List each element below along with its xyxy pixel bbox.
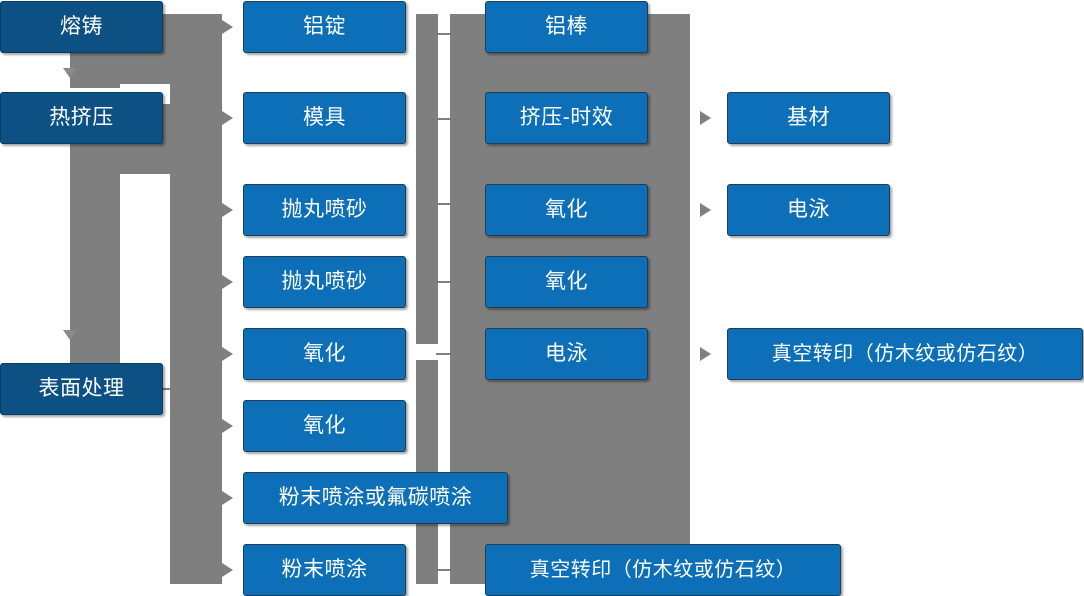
box-oxidation-col3-2[interactable]: 氧化	[485, 256, 648, 308]
mid-stub-6	[436, 569, 456, 571]
arrow-to-vacuum-transfer	[700, 347, 711, 361]
arrow-to-shotblast-2	[222, 275, 233, 289]
arrow-to-oxidation-1	[222, 347, 233, 361]
box-oxidation-col2-2[interactable]: 氧化	[243, 400, 406, 452]
mid-stub-1	[436, 33, 456, 35]
arrow-to-electrophoresis	[700, 203, 711, 217]
box-surface-treatment[interactable]: 表面处理	[0, 363, 163, 415]
arrow-to-substrate	[700, 111, 711, 125]
fanout-bracket-body	[170, 14, 222, 584]
stage-down-arrow-2	[63, 330, 77, 340]
arrow-to-oxidation-2	[222, 419, 233, 433]
stage-vertical-band-2	[70, 142, 120, 364]
box-powder-coating[interactable]: 粉末喷涂	[243, 544, 406, 596]
arrow-to-powder-coating	[222, 563, 233, 577]
box-hot-extrusion[interactable]: 热挤压	[0, 92, 163, 144]
mid-stub-2	[436, 118, 456, 120]
box-substrate[interactable]: 基材	[727, 92, 890, 144]
box-electrophoresis-output[interactable]: 电泳	[727, 184, 890, 236]
box-oxidation-col3-1[interactable]: 氧化	[485, 184, 648, 236]
box-melting-casting[interactable]: 熔铸	[0, 1, 163, 53]
arrow-to-mold	[222, 111, 233, 125]
box-mold[interactable]: 模具	[243, 92, 406, 144]
box-extrusion-aging[interactable]: 挤压-时效	[485, 92, 648, 144]
box-aluminum-bar[interactable]: 铝棒	[485, 1, 648, 53]
stage-down-arrow-1	[63, 68, 77, 78]
box-shotblast-sandblast-1[interactable]: 抛丸喷砂	[243, 184, 406, 236]
arrow-to-shotblast-1	[222, 203, 233, 217]
box-oxidation-col2-1[interactable]: 氧化	[243, 328, 406, 380]
mid-stub-3	[436, 203, 456, 205]
mid-stub-5	[436, 353, 456, 355]
mid-stub-4	[436, 281, 456, 283]
box-aluminum-ingot[interactable]: 铝锭	[243, 1, 406, 53]
mid-rail-upper	[416, 14, 438, 344]
box-shotblast-sandblast-2[interactable]: 抛丸喷砂	[243, 256, 406, 308]
arrow-to-aluminum-ingot	[222, 20, 233, 34]
fanout-bracket-feed-bottom	[160, 388, 186, 390]
box-electrophoresis-col3[interactable]: 电泳	[485, 328, 648, 380]
arrow-to-powder-or-fluorocarbon	[222, 491, 233, 505]
box-vacuum-transfer-col3[interactable]: 真空转印（仿木纹或仿石纹）	[485, 544, 841, 596]
box-powder-or-fluorocarbon-coating[interactable]: 粉末喷涂或氟碳喷涂	[243, 472, 508, 524]
box-vacuum-transfer-output[interactable]: 真空转印（仿木纹或仿石纹）	[727, 328, 1083, 380]
